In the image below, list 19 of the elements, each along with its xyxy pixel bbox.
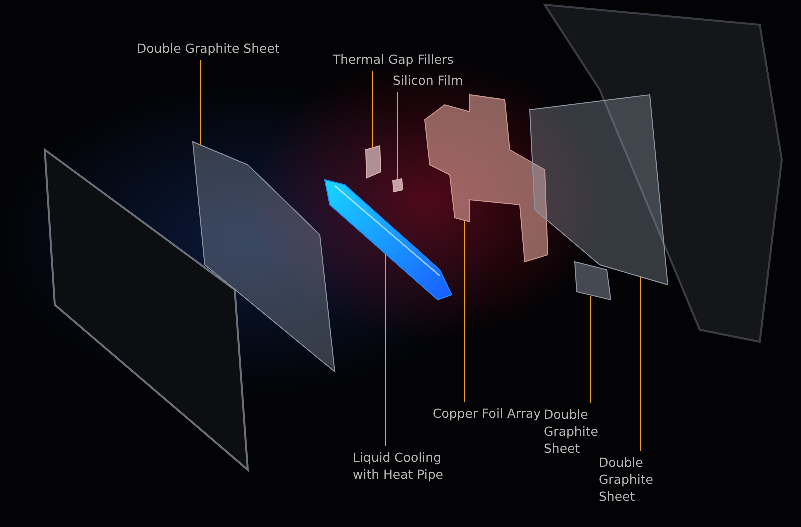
part-label: Silicon Film [393, 72, 464, 89]
silicon-film-pad [392, 178, 404, 193]
part-label: Copper Foil Array [433, 405, 542, 422]
part-label: Double Graphite Sheet [137, 40, 280, 57]
leader-line [640, 276, 642, 452]
part-label: Double Graphite Sheet [599, 454, 693, 505]
leader-line [464, 220, 466, 402]
graphite-sheet-part [574, 261, 612, 301]
leader-line [372, 70, 374, 148]
gap-filler-pad [365, 145, 382, 179]
copper-foil-part [424, 94, 549, 263]
leader-line [200, 60, 202, 146]
leader-line [590, 296, 592, 404]
graphite-sheet-part [192, 141, 336, 374]
heat-pipe-part [324, 179, 453, 301]
part-label: Thermal Gap Fillers [333, 51, 454, 68]
part-label: Liquid Cooling with Heat Pipe [353, 449, 445, 483]
part-label: Double Graphite Sheet [544, 406, 638, 457]
graphite-sheet-part [529, 94, 669, 286]
